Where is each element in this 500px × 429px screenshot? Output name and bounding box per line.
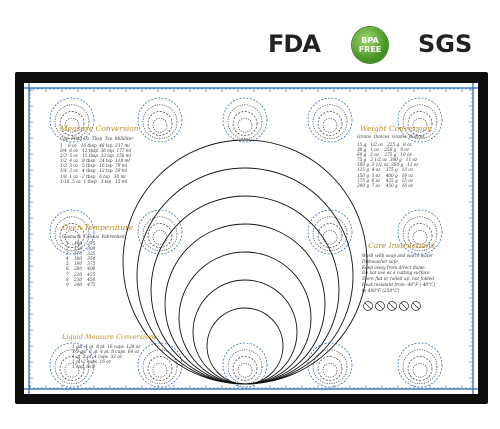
measure-conversion-title: Measure Conversion	[60, 124, 139, 133]
bpa-free-badge-icon: BPA FREE	[352, 27, 388, 63]
liquid-conversion-table: 1 gal 4 qt 8 pt 16 cups 128 oz 1/2 gal 2…	[72, 344, 141, 370]
care-item: Dishwasher safe	[362, 259, 398, 265]
measure-conversion-table: 1 8 oz 16 tbsp 48 tsp 237 ml 3/4 6 oz 12…	[60, 143, 132, 184]
weight-conversion-title: Weight Conversion	[360, 124, 432, 133]
measurement-circle-group	[397, 209, 443, 255]
weight-conversion-header: Grams Ounces Grams Ounces	[357, 134, 425, 139]
weight-conversion-table: 15 g 1/2 oz 225 g 8 oz 30 g 1 oz 250 g 9…	[357, 142, 419, 188]
measurement-circle-group	[222, 97, 268, 143]
care-item: Keep away from direct flame	[362, 265, 425, 271]
care-icon	[411, 301, 421, 311]
large-circle	[122, 139, 368, 385]
measurement-circle-group	[307, 209, 353, 255]
oven-temperature-header: Gasmark Celsius Fahrenheit	[62, 234, 125, 239]
bpa-label: BPA	[361, 36, 379, 45]
care-item: Do not use as a cutting surface	[362, 271, 430, 277]
care-icon	[399, 301, 409, 311]
measurement-circle-group	[49, 209, 95, 255]
care-icon	[375, 301, 385, 311]
measurement-circle-group	[397, 97, 443, 143]
care-icons	[363, 301, 421, 311]
measurement-circle-group	[397, 342, 443, 388]
large-circle	[164, 223, 326, 385]
fda-logo: FDA	[268, 30, 321, 58]
ruler-scale-icon	[24, 83, 478, 394]
care-item: Store flat or rolled up, not folded	[362, 277, 435, 283]
care-icon	[387, 301, 397, 311]
care-item: Heat resistant from -40°F (-40°C)	[362, 282, 436, 288]
care-item: to 480°F (250°C)	[362, 288, 400, 294]
care-icon	[363, 301, 373, 311]
large-circle	[178, 251, 312, 385]
measurement-circle-group	[49, 342, 95, 388]
measurement-circle-group	[49, 97, 95, 143]
measurement-circle-group	[137, 209, 183, 255]
large-circle	[206, 307, 284, 385]
certification-logos: FDA BPA FREE SGS	[0, 0, 500, 63]
measure-conversion-header: Cup Fluid Oz Tbsp Tsp Milliliter	[60, 136, 134, 141]
free-label: FREE	[358, 45, 382, 54]
baking-mat-surface	[24, 83, 478, 394]
sgs-logo: SGS	[418, 30, 473, 58]
oven-temperature-title: Oven Temperature	[62, 223, 134, 232]
measurement-circles-icon	[49, 97, 443, 388]
measurement-circle-group	[307, 97, 353, 143]
care-instructions-list: Wash with soap and warm water Dishwasher…	[362, 254, 435, 295]
care-item: Wash with soap and warm water	[362, 254, 434, 259]
large-circle	[136, 167, 354, 385]
oven-temperature-table: 1 140 275 2 150 300 3 170 325 4 180 350 …	[66, 241, 96, 287]
center-concentric-circles-icon	[122, 139, 368, 385]
liquid-conversion-title: Liquid Measure Conversions	[62, 333, 157, 341]
large-circle	[192, 279, 298, 385]
measurement-circle-group	[137, 97, 183, 143]
care-instructions-title: Care Instructions	[368, 241, 435, 250]
